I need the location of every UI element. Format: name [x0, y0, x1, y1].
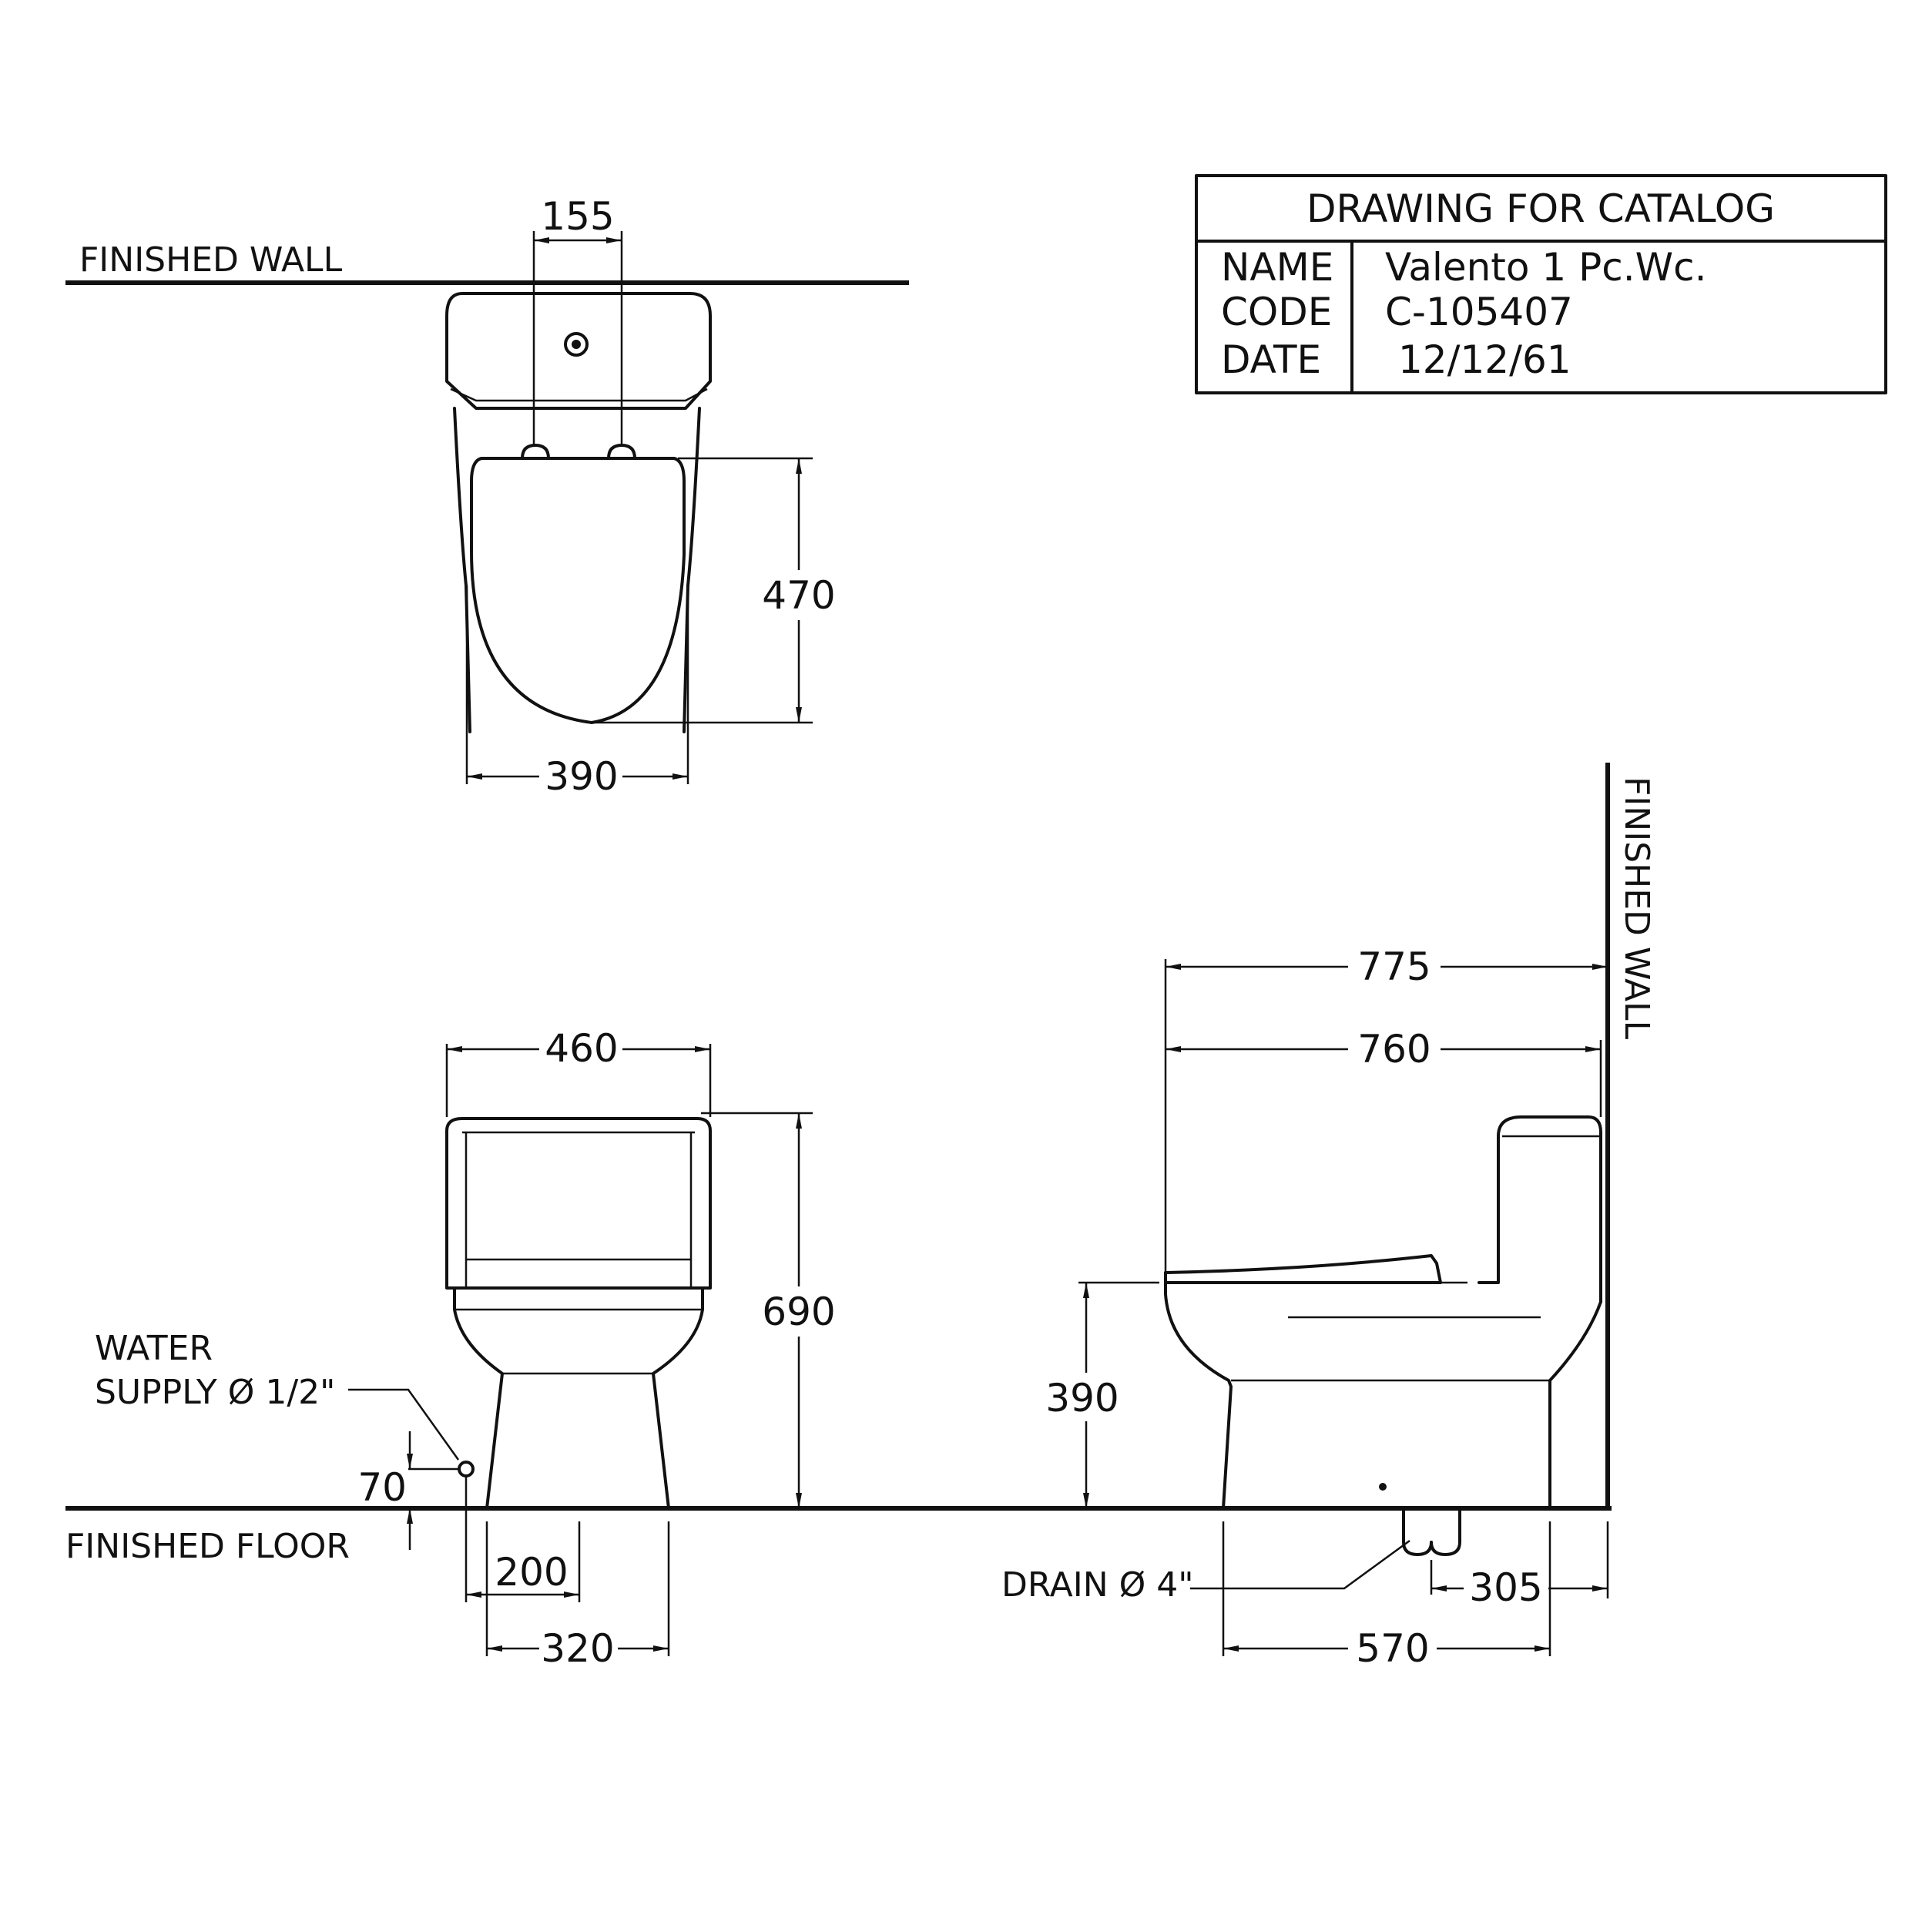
dim-305-text: 305 — [1469, 1565, 1542, 1610]
bowl-right-front — [652, 1286, 704, 1510]
bowl-side-right-top — [683, 407, 701, 733]
drain-label: DRAIN Ø 4" — [1001, 1565, 1194, 1605]
finished-wall-label-top: FINISHED WALL — [79, 240, 343, 280]
finished-floor-label: FINISHED FLOOR — [65, 1527, 350, 1566]
name-value: Valento 1 Pc.Wc. — [1385, 245, 1706, 290]
finished-wall-label-side: FINISHED WALL — [1617, 776, 1656, 1040]
dim-200-text: 200 — [495, 1550, 568, 1595]
drain-pipe-left — [1402, 1507, 1433, 1556]
water-supply-label-line1: WATER — [95, 1329, 213, 1368]
dim-760-text: 760 — [1357, 1027, 1431, 1072]
flush-button-dot — [572, 340, 581, 349]
seat-outline-top — [470, 457, 686, 724]
water-supply-label-line2: SUPPLY Ø 1/2" — [95, 1373, 335, 1412]
dim-320-text: 320 — [541, 1626, 614, 1671]
title-block-heading: DRAWING FOR CATALOG — [1306, 186, 1775, 231]
title-block: DRAWING FOR CATALOG NAME Valento 1 Pc.Wc… — [1195, 174, 1887, 394]
tank-outline-front — [445, 1117, 712, 1290]
dim-470-text: 470 — [762, 573, 835, 618]
dim-690-text: 690 — [762, 1290, 835, 1334]
bowl-left-front — [453, 1286, 504, 1510]
tank-lip-top — [450, 387, 708, 402]
mounting-bolt-dot — [1379, 1483, 1387, 1491]
flush-button-top — [564, 332, 589, 357]
dim-70-text: 70 — [357, 1465, 407, 1510]
title-block-frame — [1195, 174, 1887, 394]
date-value: 12/12/61 — [1398, 337, 1571, 382]
drain-pipe-right — [1430, 1507, 1461, 1556]
water-supply-leader — [348, 1388, 460, 1461]
body-front-side — [1164, 1271, 1233, 1510]
dim-155-text: 155 — [541, 194, 614, 239]
front-view: 460 690 WATER SUPPLY Ø 1/2" 70 200 320 — [95, 1026, 836, 1671]
body-back-side — [1548, 1300, 1602, 1510]
water-supply-point — [458, 1461, 475, 1478]
code-value: C-105407 — [1385, 290, 1573, 334]
hinge-right — [607, 444, 636, 460]
date-label: DATE — [1221, 337, 1321, 382]
bowl-side-left-top — [453, 407, 471, 733]
dim-570-text: 570 — [1356, 1626, 1429, 1671]
tank-side — [1478, 1115, 1602, 1303]
side-view: FINISHED WALL DRAIN Ø 4" 775 760 390 — [1001, 763, 1656, 1671]
drain-leader — [1190, 1539, 1410, 1590]
dim-775-text: 775 — [1357, 944, 1431, 989]
seat-side — [1164, 1254, 1442, 1284]
hinge-left — [521, 444, 550, 460]
dim-390w-text: 390 — [545, 754, 618, 799]
dim-390h-text: 390 — [1045, 1376, 1119, 1420]
code-label: CODE — [1221, 290, 1332, 334]
dim-460-text: 460 — [545, 1026, 618, 1071]
name-label: NAME — [1221, 245, 1333, 290]
tank-outline-top — [445, 292, 712, 410]
top-view: FINISHED WALL 155 470 390 — [65, 194, 909, 799]
